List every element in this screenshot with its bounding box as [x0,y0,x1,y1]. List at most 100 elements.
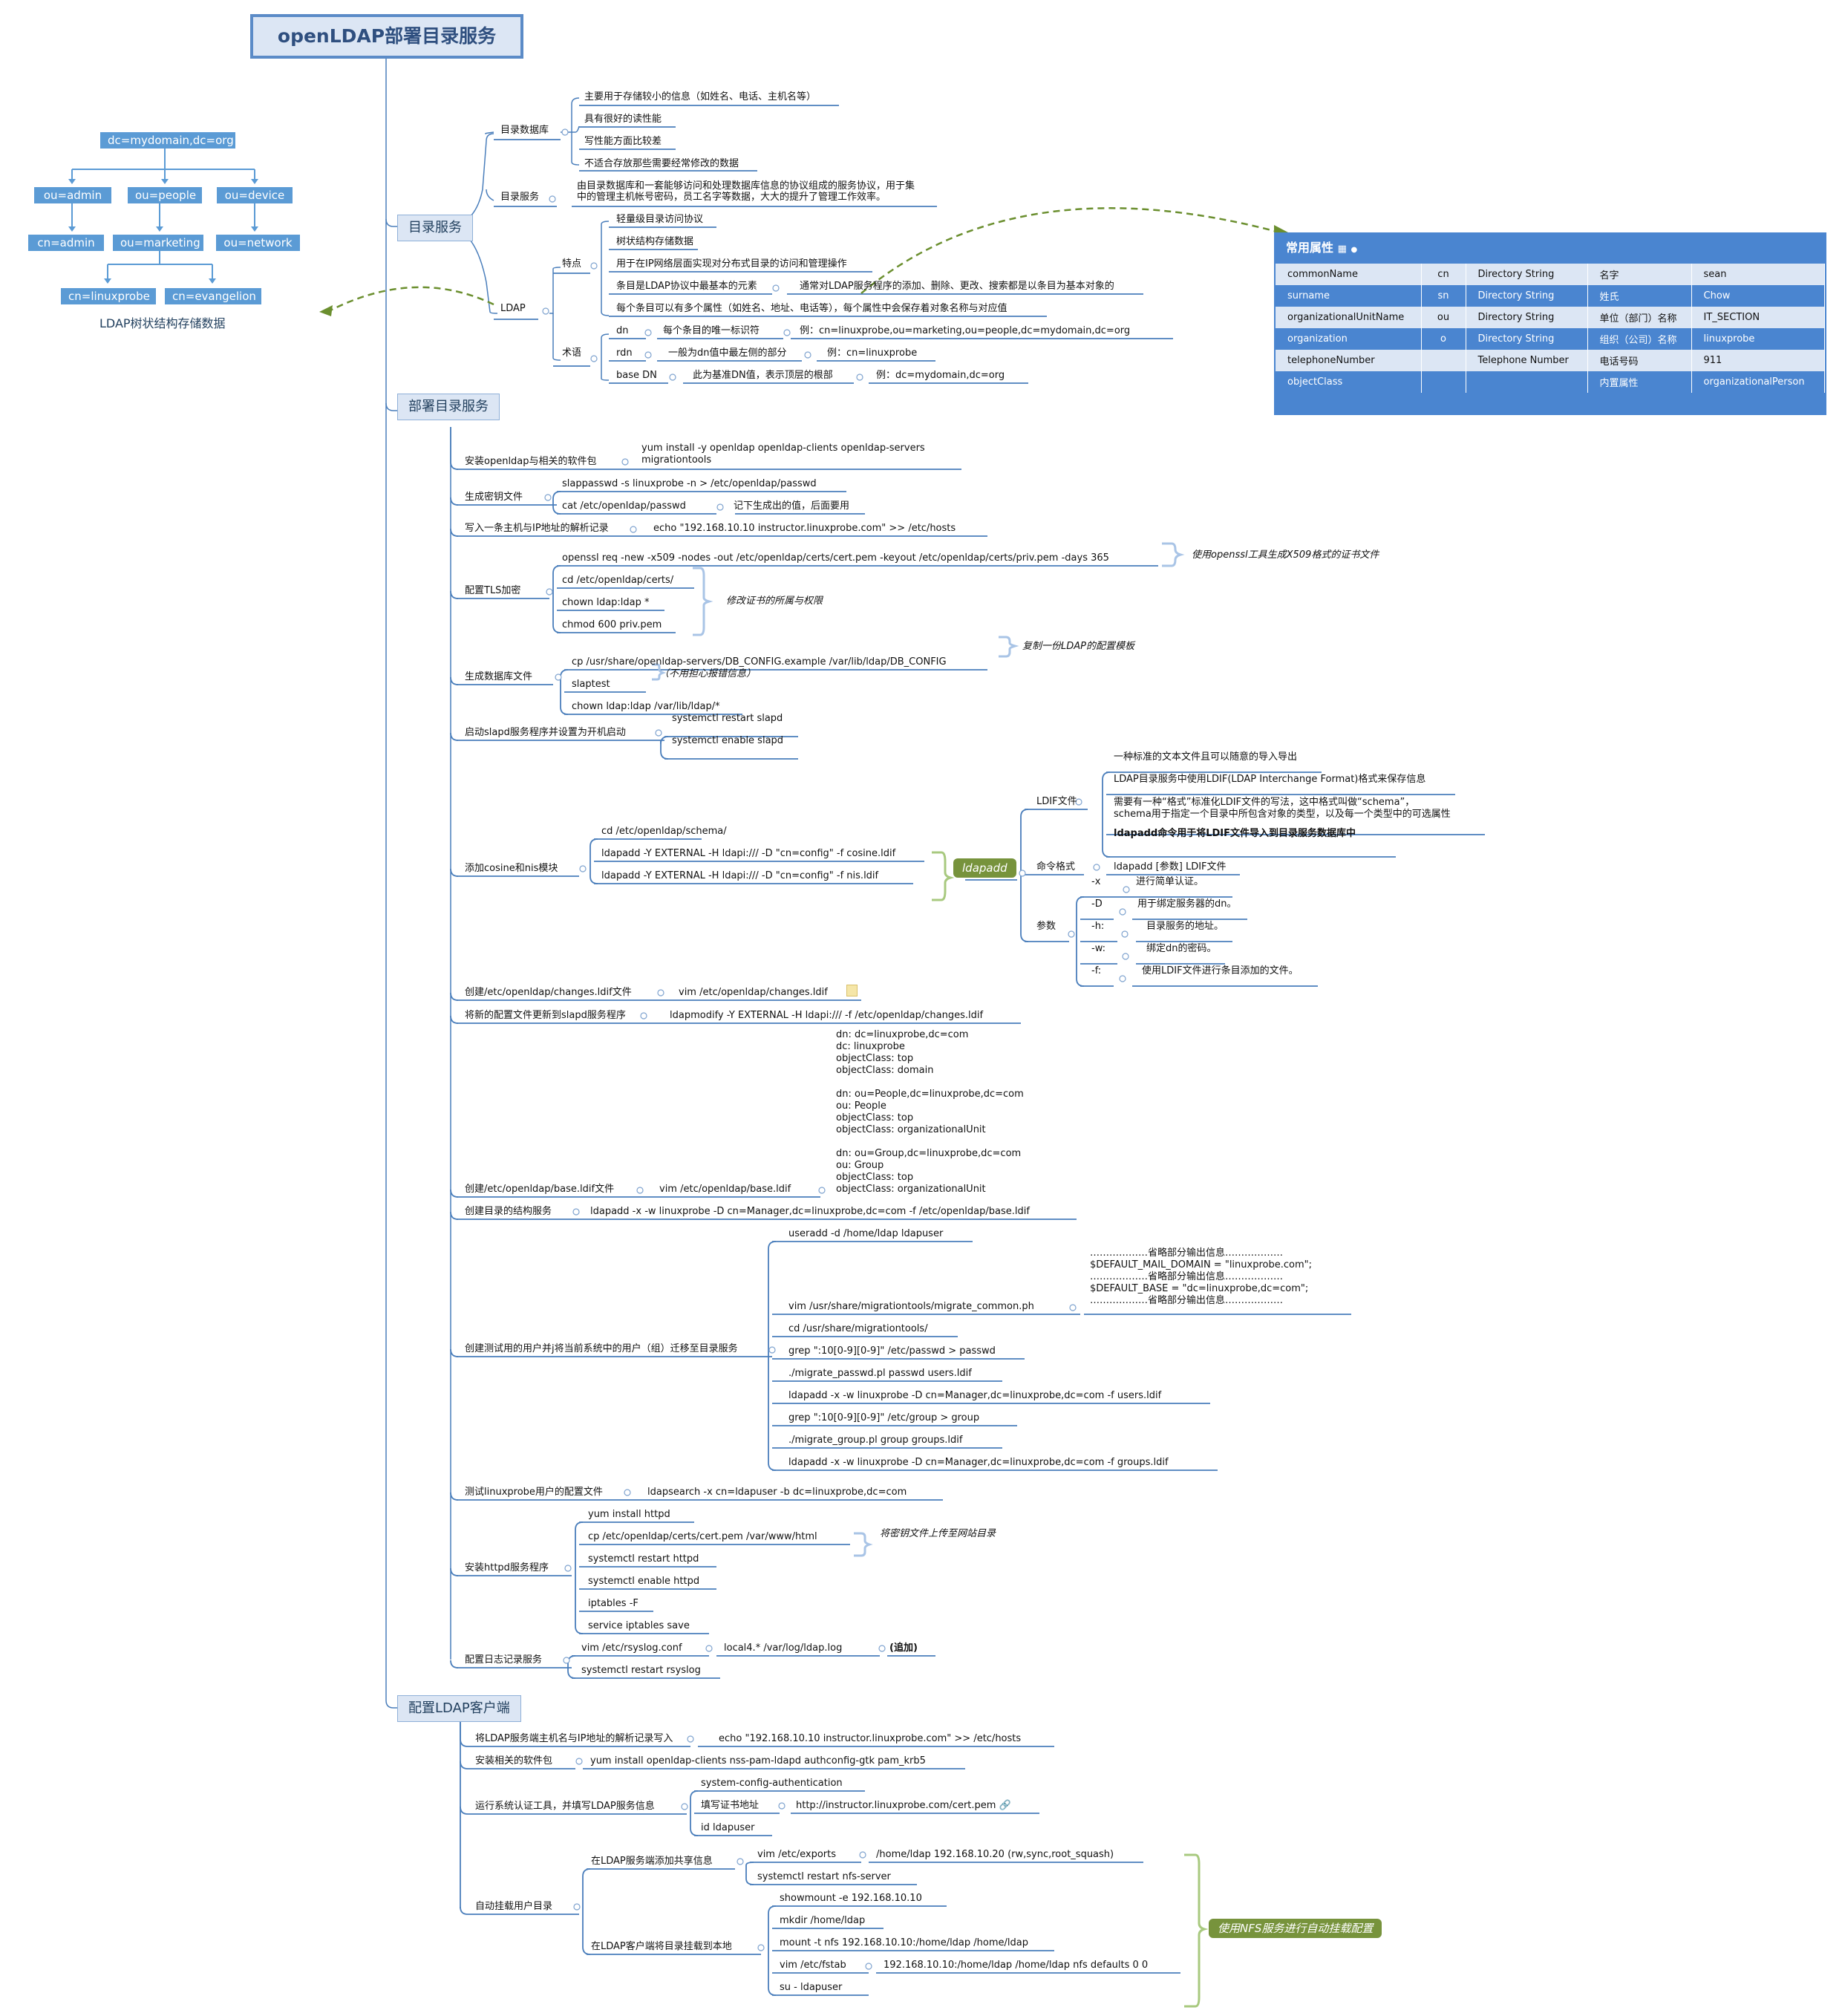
mount-label[interactable]: 自动挂载用户目录 [475,1901,553,1912]
cosine-label[interactable]: 添加cosine和nis模块 [465,863,558,874]
log-cmd-vim: vim /etc/rsyslog.conf [581,1643,682,1654]
key-note: 记下生成出的值，后面要用 [734,500,850,512]
mindmap-title[interactable]: openLDAP部署目录服务 [250,14,523,59]
note-icon[interactable] [846,985,858,999]
log-cmd-append: (追加) [889,1643,918,1654]
ldap-feat-5: 每个条目可以有多个属性（如姓名、地址、电话等），每个属性中会保存着对象名称与对应… [616,303,1007,314]
term-rdn-desc: 一般为dn值中最左侧的部分 [668,348,787,359]
slapd-label[interactable]: 启动slapd服务程序并设置为开机启动 [465,727,626,738]
log-label[interactable]: 配置日志记录服务 [465,1654,543,1666]
ldap-feat-label[interactable]: 特点 [562,258,582,270]
ldap-label[interactable]: LDAP [500,303,526,314]
httpd-cmd-install: yum install httpd [588,1509,670,1520]
attr-example: 911 [1691,350,1825,371]
mount-client-su: su - ldapuser [780,1982,843,1993]
httpd-note: 将密钥文件上传至网站目录 [880,1528,996,1539]
attr-example: organizationalPerson [1691,371,1825,393]
param-label[interactable]: 参数 [1036,921,1056,932]
fmt-value: ldapadd [参数] LDIF文件 [1114,861,1227,872]
httpd-label[interactable]: 安装httpd服务程序 [465,1562,549,1573]
attr-alias: ou [1421,307,1466,328]
section-directory-service[interactable]: 目录服务 [397,215,473,241]
attr-name: commonName [1276,264,1422,285]
term-rdn: rdn [616,348,633,359]
tls-cmd-chown: chown ldap:ldap * [562,597,650,608]
base-label[interactable]: 创建/etc/openldap/base.ldif文件 [465,1184,615,1195]
slapd-cmd-enable: systemctl enable slapd [672,735,784,746]
mount-client-mkdir: mkdir /home/ldap [780,1915,866,1926]
term-basedn: base DN [616,370,657,381]
tree-node-ou-marketing: ou=marketing [113,235,203,251]
httpd-cmd-cp: cp /etc/openldap/certs/cert.pem /var/www… [588,1531,817,1542]
param-d-desc: 用于绑定服务器的dn。 [1137,898,1237,910]
dbfile-cmd-chown: chown ldap:ldap /var/lib/ldap/* [572,701,720,712]
dbfile-note-slaptest: （不用担心报错信息） [659,668,757,679]
install-label[interactable]: 安装openldap与相关的软件包 [465,456,597,467]
migrate-note: ………………省略部分输出信息……………… $DEFAULT_MAIL_DOMAI… [1090,1247,1312,1306]
ldif-item-3: 需要有一种“格式”标准化LDIF文件的写法，这中格式叫做“schema”， sc… [1114,797,1451,820]
nfs-note-badge[interactable]: 使用NFS服务进行自动挂载配置 [1209,1919,1382,1938]
migrate-label[interactable]: 创建测试用的用户并j将当前系统中的用户（组）迁移至目录服务 [465,1343,738,1354]
migrate-cmd-ldapadd-groups: ldapadd -x -w linuxprobe -D cn=Manager,d… [788,1457,1169,1468]
ldap-feat-1: 轻量级目录访问协议 [616,214,704,225]
tls-label[interactable]: 配置TLS加密 [465,585,521,596]
db-item-3: 写性能方面比较差 [584,136,662,147]
attr-example: sean [1691,264,1825,285]
dbfile-label[interactable]: 生成数据库文件 [465,671,533,682]
param-f-desc: 使用LDIF文件进行条目添加的文件。 [1142,965,1299,976]
mount-server-cmd-restart: systemctl restart nfs-server [757,1871,891,1882]
db-label[interactable]: 目录数据库 [500,125,549,136]
attr-syntax: Directory String [1466,285,1588,307]
dbfile-note-cp: 复制一份LDAP的配置模板 [1022,641,1134,652]
term-basedn-example: 例：dc=mydomain,dc=org [876,370,1005,381]
ldif-label[interactable]: LDIF文件 [1036,796,1077,807]
cosine-cmd-ldapadd-nis: ldapadd -Y EXTERNAL -H ldapi:/// -D "cn=… [601,870,879,881]
svc-label[interactable]: 目录服务 [500,192,540,203]
key-label[interactable]: 生成密钥文件 [465,492,523,503]
changes-cmd: vim /etc/openldap/changes.ldif [679,987,828,998]
dbfile-cmd-slaptest: slaptest [572,679,610,690]
client-pkg-cmd: yum install openldap-clients nss-pam-lda… [590,1755,926,1767]
tree-caption: LDAP树状结构存储数据 [99,316,226,330]
attr-example: Chow [1691,285,1825,307]
struct-cmd: ldapadd -x -w linuxprobe -D cn=Manager,d… [590,1206,1030,1217]
section-deploy-directory[interactable]: 部署目录服务 [397,394,500,420]
mount-client-fstab: vim /etc/fstab [780,1960,846,1971]
fmt-label[interactable]: 命令格式 [1036,861,1076,872]
hosts-label[interactable]: 写入一条主机与IP地址的解析记录 [465,523,609,534]
client-pkg-label[interactable]: 安装相关的软件包 [475,1755,553,1767]
migrate-cmd-cd: cd /usr/share/migrationtools/ [788,1323,928,1334]
log-cmd-restart: systemctl restart rsyslog [581,1665,701,1676]
term-dn: dn [616,325,629,336]
ldapadd-badge[interactable]: ldapadd [953,858,1016,878]
attr-alias: cn [1421,264,1466,285]
tls-note-openssl: 使用openssl工具生成X509格式的证书文件 [1192,549,1379,561]
tree-node-cn-evangelion: cn=evangelion [165,288,261,304]
attr-alias: o [1421,328,1466,350]
link-icon[interactable]: 🔗 [999,1800,1011,1811]
changes-label[interactable]: 创建/etc/openldap/changes.ldif文件 [465,987,632,998]
ldap-term-label[interactable]: 术语 [562,348,582,359]
tree-node-ou-device: ou=device [217,187,293,203]
attr-desc: 组织（公司）名称 [1587,328,1692,350]
modify-label[interactable]: 将新的配置文件更新到slapd服务程序 [465,1010,626,1021]
mount-client-label[interactable]: 在LDAP客户端将目录挂载到本地 [591,1941,732,1952]
attr-syntax: Telephone Number [1466,350,1588,371]
attr-desc: 电话号码 [1587,350,1692,371]
ldap-feat-4: 条目是LDAP协议中最基本的元素 [616,281,757,292]
mount-server-label[interactable]: 在LDAP服务端添加共享信息 [591,1856,713,1867]
httpd-cmd-save: service iptables save [588,1620,690,1631]
section-ldap-client[interactable]: 配置LDAP客户端 [397,1695,521,1722]
struct-label[interactable]: 创建目录的结构服务 [465,1206,552,1217]
mount-server-cmd-exports: vim /etc/exports [757,1849,836,1860]
search-label[interactable]: 测试linuxprobe用户的配置文件 [465,1487,603,1498]
attr-desc: 名字 [1587,264,1692,285]
client-hosts-label[interactable]: 将LDAP服务端主机名与IP地址的解析记录写入 [475,1733,673,1744]
mount-client-showmount: showmount -e 192.168.10.10 [780,1893,922,1904]
attr-name: organizationalUnitName [1276,307,1422,328]
client-auth-cert-url[interactable]: http://instructor.linuxprobe.com/cert.pe… [796,1800,1011,1811]
client-auth-label[interactable]: 运行系统认证工具，并填写LDAP服务信息 [475,1801,655,1812]
